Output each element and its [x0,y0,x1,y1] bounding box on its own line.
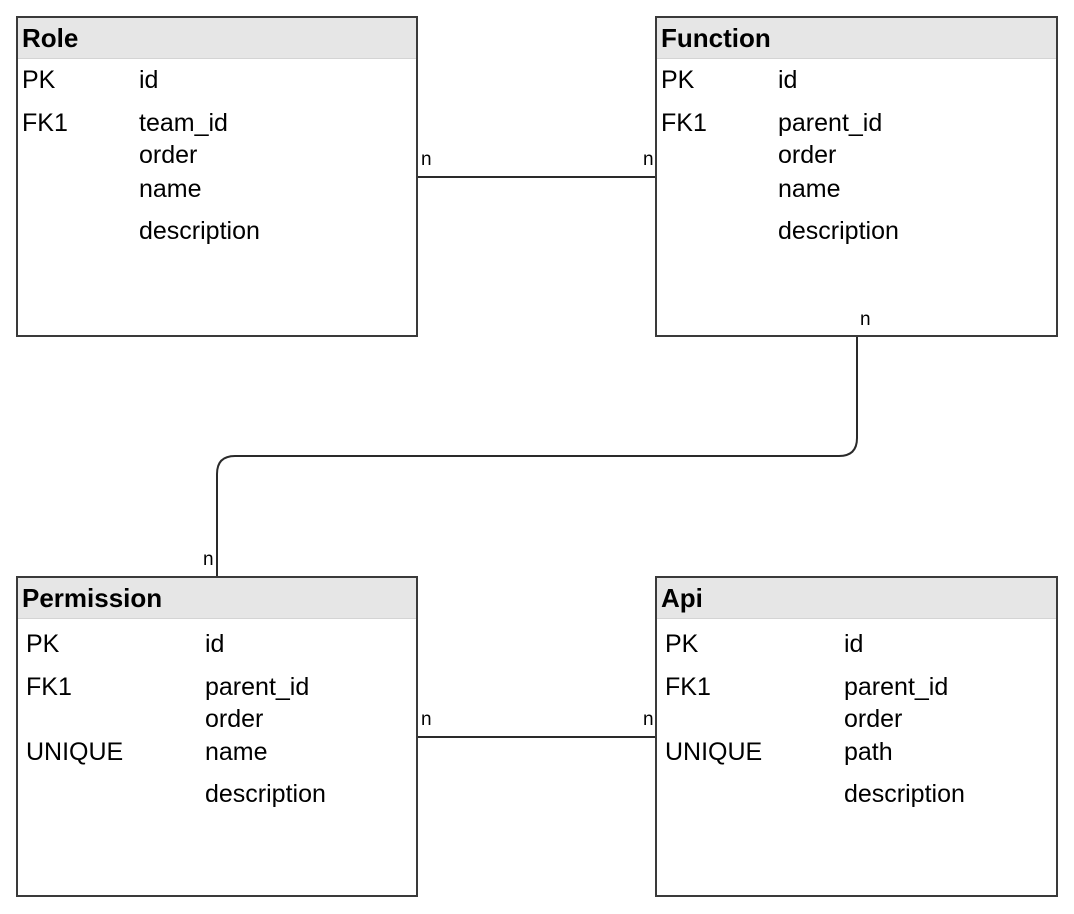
function-permission-line [216,337,858,576]
function-key-fk1: FK1 [661,109,707,137]
permission-key-unique: UNIQUE [26,738,124,766]
function-field-name: name [778,175,841,203]
role-field-name: name [139,175,202,203]
function-permission-permission-multiplicity: n [203,549,214,570]
permission-entity-header: Permission [18,578,416,619]
permission-entity-title: Permission [22,583,163,613]
permission-entity[interactable]: Permission PK id FK1 parent_id order UNI… [16,576,418,897]
function-field-description: description [778,217,899,245]
permission-api-permission-multiplicity: n [421,709,432,730]
function-entity[interactable]: Function PK id FK1 parent_id order name … [655,16,1058,337]
function-field-parent-id: parent_id [778,109,883,137]
permission-key-pk: PK [26,630,60,658]
permission-api-api-multiplicity: n [643,709,654,730]
permission-key-fk1: FK1 [26,673,72,701]
role-key-pk: PK [22,66,56,94]
api-field-parent-id: parent_id [844,673,949,701]
api-field-path: path [844,738,893,766]
api-entity[interactable]: Api PK id FK1 parent_id order UNIQUE pat… [655,576,1058,897]
function-permission-function-multiplicity: n [860,309,871,330]
role-field-id: id [139,66,159,94]
api-key-unique: UNIQUE [665,738,763,766]
function-key-pk: PK [661,66,695,94]
role-function-role-multiplicity: n [421,149,432,170]
api-field-order: order [844,705,903,733]
api-entity-header: Api [657,578,1056,619]
api-field-description: description [844,780,965,808]
role-entity-title: Role [22,23,79,53]
function-field-order: order [778,141,837,169]
role-field-team-id: team_id [139,109,228,137]
role-function-function-multiplicity: n [643,149,654,170]
function-entity-title: Function [661,23,771,53]
role-key-fk1: FK1 [22,109,68,137]
api-field-id: id [844,630,864,658]
permission-field-parent-id: parent_id [205,673,310,701]
permission-field-order: order [205,705,264,733]
role-field-description: description [139,217,260,245]
api-entity-title: Api [661,583,703,613]
api-key-pk: PK [665,630,699,658]
api-key-fk1: FK1 [665,673,711,701]
role-entity-header: Role [18,18,416,59]
function-entity-header: Function [657,18,1056,59]
function-field-id: id [778,66,798,94]
role-field-order: order [139,141,198,169]
role-entity[interactable]: Role PK id FK1 team_id order name descri… [16,16,418,337]
permission-field-name: name [205,738,268,766]
permission-field-id: id [205,630,225,658]
permission-field-description: description [205,780,326,808]
